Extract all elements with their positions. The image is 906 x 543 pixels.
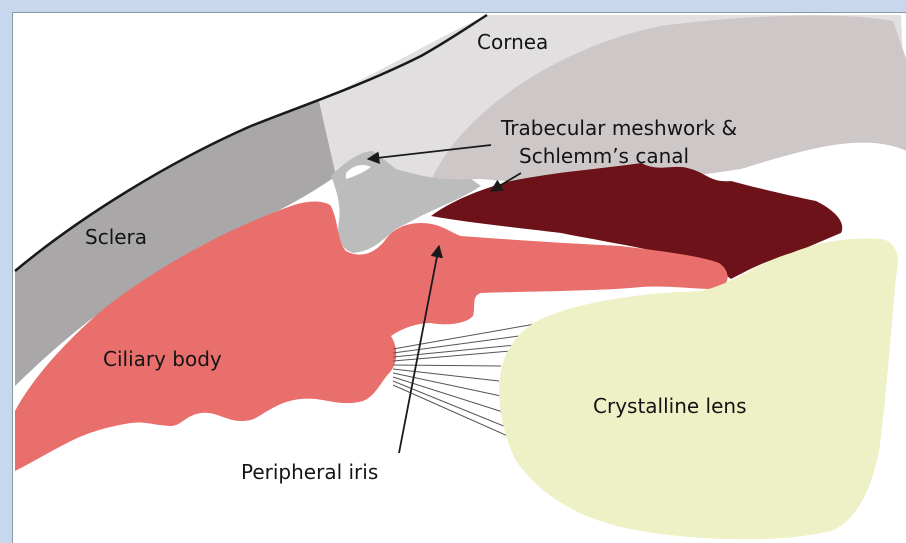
label-ciliary-body: Ciliary body: [103, 347, 222, 371]
diagram-frame: Cornea Trabecular meshwork & Schlemm’s c…: [12, 12, 906, 543]
label-trabecular-meshwork: Trabecular meshwork &: [500, 116, 737, 140]
label-crystalline-lens: Crystalline lens: [593, 394, 747, 418]
label-cornea: Cornea: [477, 30, 548, 54]
label-peripheral-iris: Peripheral iris: [241, 460, 378, 484]
label-sclera: Sclera: [85, 225, 147, 249]
label-schlemms-canal: Schlemm’s canal: [519, 144, 689, 168]
eye-anatomy-diagram: Cornea Trabecular meshwork & Schlemm’s c…: [13, 13, 906, 543]
